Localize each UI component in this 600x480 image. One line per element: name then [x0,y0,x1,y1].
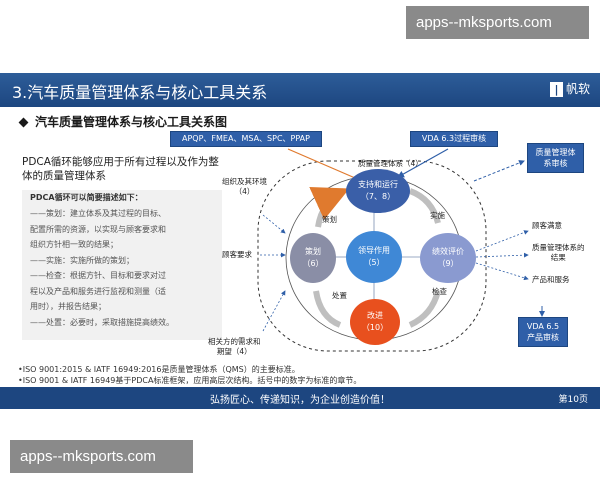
qms-audit-box: 质量管理体系审核 [527,143,584,173]
footnote-line: •ISO 9001:2015 & IATF 16949:2016是质量管理体系（… [18,365,300,374]
arrow-out-satisfaction [475,230,529,252]
cycle-arrow-act [313,290,342,328]
desc-line: 组织方针相一致的结果； [30,240,118,249]
arrow-parties [262,290,286,332]
desc-line: 配置所需的资源，以实现与顾客要求和 [30,224,166,234]
pdca-description-box: PDCA循环可以简要描述如下： ——策划：建立体系及其过程的目标、 配置所需的资… [22,190,222,340]
cycle-label-act: 处置 [332,291,347,300]
slide-footer: 弘扬匠心、传递知识，为企业创造价值！ 第10页 [0,387,600,409]
slide: 3.汽车质量管理体系与核心工具关系 |帆软 汽车质量管理体系与核心工具关系图 [0,73,600,409]
qms-label: 质量管理体系（4） [358,159,423,168]
vda65-line1: VDA 6.5 [526,322,560,331]
desc-line: ——实施：实施所做的策划； [30,255,134,265]
output-satisfaction: 顾客满意 [532,221,562,230]
qms-boundary [257,160,487,352]
footer-slogan: 弘扬匠心、传递知识，为企业创造价值！ [210,395,390,406]
org-env-line1: 组织及其环境 [222,177,267,186]
cycle-arrow-check [408,290,441,328]
output-results-line2: 结果 [550,253,566,262]
vda65-line2: 产品审核 [527,333,559,342]
leadership-line2: （5） [363,258,385,267]
evaluation-node: 绩效评价 （9） [420,233,476,283]
arrow-to-qms-audit [473,160,525,182]
desc-line: ——处置：必要时，采取措施提高绩效。 [30,317,174,327]
org-env-line2: （4） [234,187,255,196]
arrow-out-products [475,262,529,281]
watermark-top: apps--mksports.com [406,6,589,39]
cycle-label-check: 检查 [432,287,447,296]
leadership-line1: 领导作用 [358,246,390,255]
leadership-node: 领导作用 （5） [346,231,402,283]
slide-header: 3.汽车质量管理体系与核心工具关系 |帆软 [0,73,600,107]
desc-heading: PDCA循环可以简要描述如下： [30,193,143,202]
arrow-out-results [475,252,529,258]
support-line2: （7、8） [360,192,396,201]
output-results: 质量管理体系的 结果 [532,243,585,263]
output-results-line1: 质量管理体系的 [532,243,585,252]
improve-node: 改进 （10） [350,299,400,345]
cycle-arrow-plan [309,187,350,228]
slide-title: 3.汽车质量管理体系与核心工具关系 [12,83,268,102]
footnote-line: •ISO 9001 & IATF 16949基于PDCA标准框架，应用高层次结构… [18,376,362,385]
output-products: 产品和服务 [532,275,570,284]
parties-label: 相关方的需求和 期望（4） [208,337,261,357]
org-env-label: 组织及其环境 （4） [222,177,267,197]
arrow-org-env [262,214,286,234]
section-subtitle: 汽车质量管理体系与核心工具关系图 [18,113,228,130]
footnotes: •ISO 9001:2015 & IATF 16949:2016是质量管理体系（… [18,364,361,386]
logo-text: 帆软 [565,82,590,96]
plan-line1: 策划 [305,247,321,256]
qms-audit-text: 质量管理体系审核 [535,148,576,168]
subtitle-text: 汽车质量管理体系与核心工具关系图 [35,115,228,129]
arrow-vda63-to-support [396,148,449,178]
desc-line: 用时），并报告结果； [30,302,106,311]
customer-req-label: 顾客要求 [222,250,252,259]
plan-line2: （6） [302,259,324,268]
desc-line: ——检查：根据方针、目标和要求对过 [30,271,166,280]
parties-line2: 期望（4） [216,347,252,356]
support-line1: 支持和运行 [358,180,398,189]
desc-line: ——策划：建立体系及其过程的目标、 [30,209,166,218]
brand-logo: |帆软 [549,80,590,97]
vda65-box: VDA 6.5 产品审核 [518,317,568,347]
improve-line2: （10） [361,323,389,332]
evaluation-line2: （9） [437,259,459,268]
cycle-arrow-do [408,188,441,224]
page-number: 第10页 [558,395,588,405]
desc-line: 程以及产品和服务进行监视和测量（适 [30,286,166,296]
parties-line1: 相关方的需求和 [208,337,261,346]
core-tools-box: APQP、FMEA、MSA、SPC、PPAP [170,131,322,147]
evaluation-line1: 绩效评价 [432,247,464,256]
logo-icon: | [549,82,563,97]
plan-node: 策划 （6） [290,233,336,283]
improve-line1: 改进 [367,311,383,320]
vda63-box: VDA 6.3过程审核 [410,131,498,147]
arrow-tools-to-support [287,148,364,182]
cycle-label-plan: 策划 [322,215,337,224]
support-operation-node: 支持和运行 （7、8） [346,169,410,213]
cycle-label-do: 实施 [430,211,445,220]
pdca-intro: PDCA循环能够应用于所有过程以及作为整体的质量管理体系 [22,156,219,182]
watermark-bottom: apps--mksports.com [10,440,193,473]
